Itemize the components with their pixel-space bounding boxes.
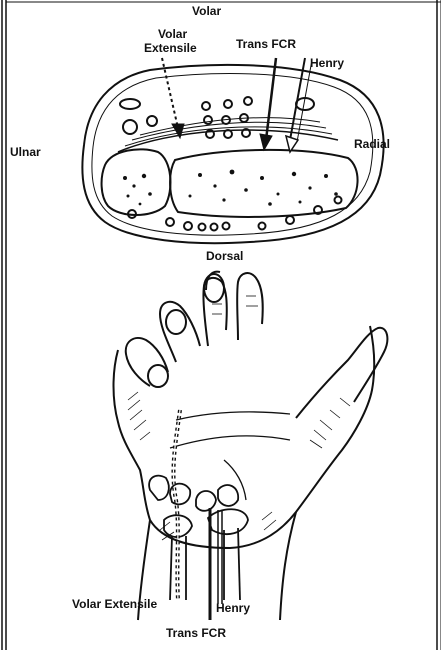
label-dorsal: Dorsal — [206, 250, 243, 263]
label-volar-top: Volar — [192, 5, 221, 18]
hand-shading — [128, 296, 350, 540]
bone-marrow-speckles — [123, 170, 338, 206]
pronator-quadratus — [118, 130, 338, 152]
palm-outline — [114, 326, 375, 548]
label-trans-fcr-top: Trans FCR — [236, 38, 296, 51]
label-volar-extensile-bottom: Volar Extensile — [72, 598, 157, 611]
label-henry-bottom: Henry — [216, 602, 250, 615]
label-henry-top: Henry — [310, 57, 344, 70]
radius-bone — [170, 150, 357, 217]
forearm-cross-section — [82, 65, 383, 243]
carpal-bones — [149, 476, 248, 600]
hand-drawing — [114, 272, 388, 620]
label-trans-fcr-bottom: Trans FCR — [166, 627, 226, 640]
forearm-outline-radial — [280, 512, 296, 620]
label-ulnar: Ulnar — [10, 146, 41, 159]
approach-arrows-top — [162, 58, 312, 152]
label-radial: Radial — [354, 138, 390, 151]
index-finger — [237, 273, 263, 340]
label-volar-extensile-top-line1: Volar — [158, 28, 187, 41]
label-volar-extensile-top-line2: Extensile — [144, 42, 197, 55]
little-finger — [126, 338, 168, 386]
ulna-bone — [102, 149, 171, 215]
